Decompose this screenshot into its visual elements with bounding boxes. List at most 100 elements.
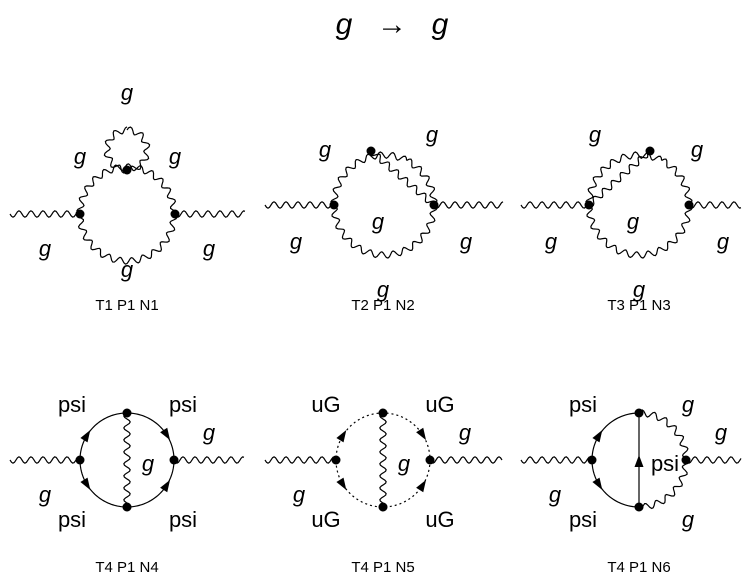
loop-gluon-upper (76, 163, 178, 215)
particle-label: g (633, 277, 646, 302)
particle-label: g (203, 420, 216, 445)
external-gluon-left (520, 456, 593, 464)
external-gluon-right (174, 210, 246, 218)
particle-label: g (460, 229, 473, 254)
particle-label: psi (569, 392, 597, 417)
tadpole-gluon-loop-left (103, 126, 128, 174)
particle-label: psi (569, 507, 597, 532)
internal-gluon-diagonal (588, 148, 649, 207)
internal-gluon-vertical (379, 412, 387, 508)
particle-label: psi (169, 392, 197, 417)
particle-label: g (372, 209, 385, 234)
vertex (681, 455, 691, 465)
particle-label: g (319, 137, 332, 162)
fermion-arrow (592, 430, 603, 443)
external-gluon-right (685, 456, 742, 464)
particle-label: g (691, 137, 704, 162)
loop-gluon-lower (586, 204, 693, 259)
loop-gluon-upper-left (330, 151, 408, 206)
particle-label: g (549, 482, 562, 507)
particle-label: g (398, 451, 411, 476)
particle-label: g (290, 229, 303, 254)
vertex (645, 146, 655, 156)
particle-label: g (715, 420, 728, 445)
ghost-arrow (416, 479, 427, 493)
diagram-caption: T3 P1 N3 (607, 297, 670, 314)
vertex (684, 200, 694, 210)
process-title: g → g (336, 8, 449, 41)
external-gluon-right (433, 201, 504, 209)
vertex (122, 502, 132, 512)
internal-gluon-diagonal (370, 150, 436, 204)
particle-label: psi (58, 392, 86, 417)
external-gluon-left (9, 210, 81, 218)
fermion-loop (79, 412, 175, 508)
particle-label: g (121, 80, 134, 105)
ghost-arrow (416, 427, 427, 441)
external-gluon-right (173, 456, 245, 464)
ghost-loop (335, 412, 431, 508)
diagram-caption: T4 P1 N5 (351, 559, 414, 576)
particle-label: g (589, 122, 602, 147)
vertex (75, 209, 85, 219)
diagram-t1-p1-n1: g g g g g g T1 P1 N1 (9, 80, 246, 314)
fermion-arc-left (591, 412, 640, 508)
external-gluon-right (429, 456, 503, 464)
particle-label: g (682, 392, 695, 417)
vertex (122, 165, 132, 175)
particle-label: g (203, 236, 216, 261)
fermion-arrow (634, 455, 644, 467)
fermion-arrow (80, 430, 91, 443)
vertex (634, 408, 644, 418)
vertex (378, 408, 388, 418)
particle-label: g (545, 229, 558, 254)
particle-label: g (293, 482, 306, 507)
particle-label: g (142, 451, 155, 476)
particle-label: uG (311, 507, 340, 532)
vertex (329, 200, 339, 210)
loop-gluon-upper-left (585, 151, 663, 206)
diagram-t3-p1-n3: g g g g g g T3 P1 N3 (520, 122, 742, 314)
particle-label: g (39, 482, 52, 507)
particle-label: g (459, 420, 472, 445)
external-gluon-right (688, 201, 742, 209)
vertex (75, 455, 85, 465)
particle-label: uG (425, 392, 454, 417)
external-gluon-left (9, 456, 81, 464)
fermion-arrow (160, 427, 171, 441)
external-gluon-left (520, 201, 590, 209)
tadpole-gluon-loop-right (126, 126, 151, 174)
vertex (584, 200, 594, 210)
particle-label: g (627, 209, 640, 234)
loop-gluon-upper-right (661, 158, 693, 206)
vertex (331, 455, 341, 465)
diagram-t4-p1-n4: psi psi g g g psi psi T4 P1 N4 (9, 392, 245, 576)
particle-label: g (74, 144, 87, 169)
particle-label: g (377, 277, 390, 302)
vertex (169, 455, 179, 465)
diagram-t4-p1-n6: psi g g psi g psi g T4 P1 N6 (520, 392, 742, 576)
external-gluon-left (264, 456, 337, 464)
vertex (587, 455, 597, 465)
title-arrow: → (377, 8, 407, 41)
particle-label: psi (169, 507, 197, 532)
particle-label: g (39, 236, 52, 261)
vertex (634, 502, 644, 512)
title-final-particle: g (432, 8, 449, 41)
fermion-arrow (592, 477, 603, 490)
particle-label: g (121, 257, 134, 282)
vertex (122, 408, 132, 418)
internal-gluon-vertical (123, 412, 131, 508)
diagram-caption: T2 P1 N2 (351, 297, 414, 314)
fermion-arrow (80, 477, 91, 490)
fermion-arrow (160, 479, 171, 493)
loop-gluon-lower (76, 213, 178, 265)
particle-label: uG (311, 392, 340, 417)
particle-label: g (682, 507, 695, 532)
loop-gluon-upper-right (406, 158, 438, 206)
diagram-caption: T4 P1 N6 (607, 559, 670, 576)
diagram-caption: T1 P1 N1 (95, 297, 158, 314)
vertex (425, 455, 435, 465)
ghost-arrow (336, 430, 347, 443)
